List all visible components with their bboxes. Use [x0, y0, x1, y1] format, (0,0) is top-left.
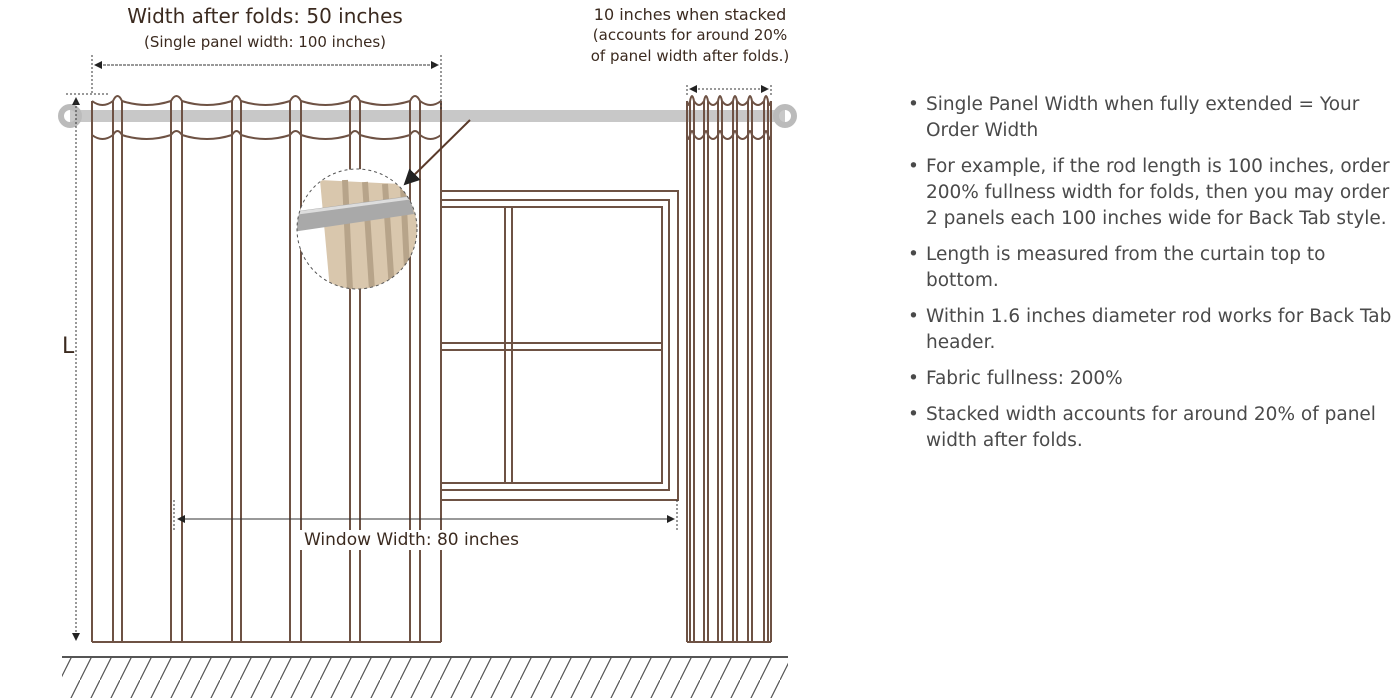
note-item: Stacked width accounts for around 20% of…: [906, 402, 1396, 454]
note-item: Within 1.6 inches diameter rod works for…: [906, 304, 1396, 356]
length-label: L: [62, 334, 75, 359]
note-item: For example, if the rod length is 100 in…: [906, 154, 1396, 232]
notes-list: Single Panel Width when fully extended =…: [906, 92, 1396, 464]
note-item: Length is measured from the curtain top …: [906, 242, 1396, 294]
curtain-rod: [58, 104, 797, 128]
back-tab-detail-inset: [296, 119, 471, 290]
stacked-width-label: 10 inches when stacked (accounts for aro…: [560, 4, 820, 67]
dimension-lines: [66, 55, 772, 641]
note-item: Single Panel Width when fully extended =…: [906, 92, 1396, 144]
single-panel-width-label: (Single panel width: 100 inches): [143, 33, 386, 51]
note-item: Fabric fullness: 200%: [906, 366, 1396, 392]
stacked-line-3: of panel width after folds.): [590, 47, 790, 65]
floor: [62, 656, 788, 698]
stacked-line-2: (accounts for around 20%: [592, 26, 788, 44]
stacked-line-1: 10 inches when stacked: [593, 5, 787, 24]
window-width-label: Window Width: 80 inches: [300, 530, 523, 550]
left-curtain-panel: [91, 95, 442, 643]
window: [440, 190, 679, 501]
width-after-folds-label: Width after folds: 50 inches: [127, 4, 403, 28]
stacked-curtain-panel: [686, 95, 772, 643]
